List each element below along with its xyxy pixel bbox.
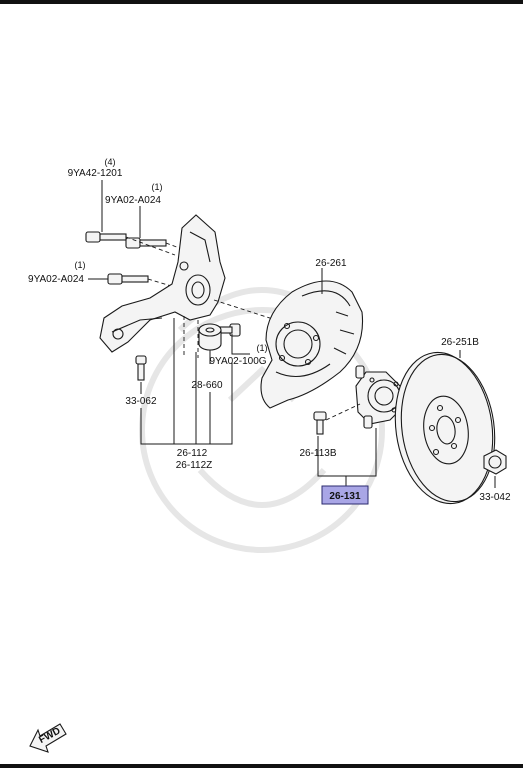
knuckle [99,214,226,353]
bottom-border [0,764,523,768]
leader-lines [88,180,496,488]
label-bushing: 28-660 [191,380,223,391]
label-bolt-left-qty: (1) [75,260,86,270]
label-stud-left: 33-062 [125,396,157,407]
label-dust-shield: 26-261 [315,258,347,269]
top-border [0,0,523,4]
label-knuckle-alt: 26-112Z [176,460,213,471]
hub-assembly [355,365,403,429]
label-bolt-left: 9YA02-A024 [28,274,84,285]
label-bolt-right: 9YA02-100G [209,356,266,367]
label-bolt-right-qty: (1) [257,343,268,353]
bushing [198,323,222,351]
label-knuckle: 26-112 [177,448,208,459]
label-bolt-mid: 9YA02-A024 [105,195,161,206]
label-hub-assembly: 26-131 [329,491,361,502]
fwd-arrow-icon: FWD [29,723,67,753]
bolt-right [219,323,241,337]
wheel-nut [483,449,507,475]
bolt-left [107,273,149,285]
label-bolt-mid-qty: (1) [152,182,163,192]
label-hub-bolt: 26-113B [299,448,336,459]
hub-assembly-highlight [321,485,369,505]
brake-disc [394,351,496,505]
label-bolt-upper: 9YA42-1201 [68,168,123,179]
label-bolt-upper-qty: (4) [105,157,116,167]
label-disc: 26-251B [441,337,479,348]
stud-left [135,355,147,381]
bolt-mid [125,237,167,249]
bolt-upper [85,231,127,243]
hub-bolt [313,411,327,435]
label-nut: 33-042 [479,492,511,503]
dust-shield [260,280,364,409]
